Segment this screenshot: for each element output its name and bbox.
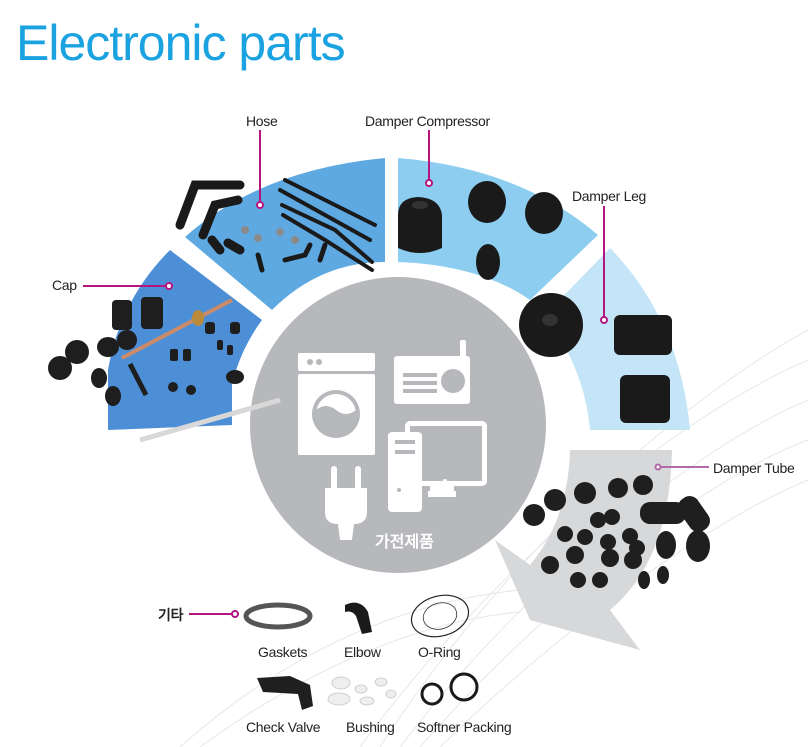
label-cap: Cap <box>52 277 77 293</box>
page-title: Electronic parts <box>16 15 346 71</box>
label-hose: Hose <box>246 113 278 129</box>
o-ring-outer-image <box>410 594 470 638</box>
gaskets-image <box>243 602 313 630</box>
segment-cap[interactable] <box>108 250 262 430</box>
desktop-computer-icon <box>388 421 487 512</box>
check-valve-image <box>257 676 313 710</box>
damper-leg-parts-image <box>519 293 672 423</box>
softner-packing-large-ring-image <box>449 672 479 702</box>
label-o-ring: O-Ring <box>418 644 461 660</box>
bushing-image <box>327 676 397 706</box>
label-damper-leg: Damper Leg <box>572 188 647 204</box>
center-category-label: 가전제품 <box>375 534 434 551</box>
label-bushing: Bushing <box>346 719 395 735</box>
hose-clamps-image <box>241 226 299 244</box>
center-circle <box>250 277 546 573</box>
softner-packing-small-ring-image <box>420 682 444 706</box>
label-check-valve: Check Valve <box>246 719 321 735</box>
damper-compressor-parts-image <box>398 181 563 280</box>
segment-damper-compressor[interactable] <box>398 158 598 300</box>
white-clip-strip-image <box>139 397 281 443</box>
cap-parts-image <box>48 297 244 406</box>
label-softner-packing: Softner Packing <box>417 719 512 735</box>
washing-machine-icon <box>298 353 375 455</box>
label-damper-compressor: Damper Compressor <box>365 113 490 129</box>
copper-pipe-image <box>121 298 233 360</box>
brass-fitting-image <box>192 310 204 326</box>
label-elbow: Elbow <box>344 644 381 660</box>
radio-icon <box>394 340 470 404</box>
segment-hose[interactable] <box>185 158 385 310</box>
label-gaskets: Gaskets <box>258 644 308 660</box>
leader-lines <box>83 130 709 615</box>
segment-damper-tube-arrow[interactable] <box>495 450 672 650</box>
elbow-image <box>345 602 372 634</box>
leader-dots <box>165 179 662 618</box>
label-damper-tube: Damper Tube <box>713 460 795 476</box>
damper-tube-parts-image <box>523 475 710 589</box>
power-plug-icon <box>325 466 367 540</box>
o-ring-inner-image <box>422 602 458 630</box>
label-others: 기타 <box>158 607 184 623</box>
hose-parts-image <box>175 178 377 273</box>
